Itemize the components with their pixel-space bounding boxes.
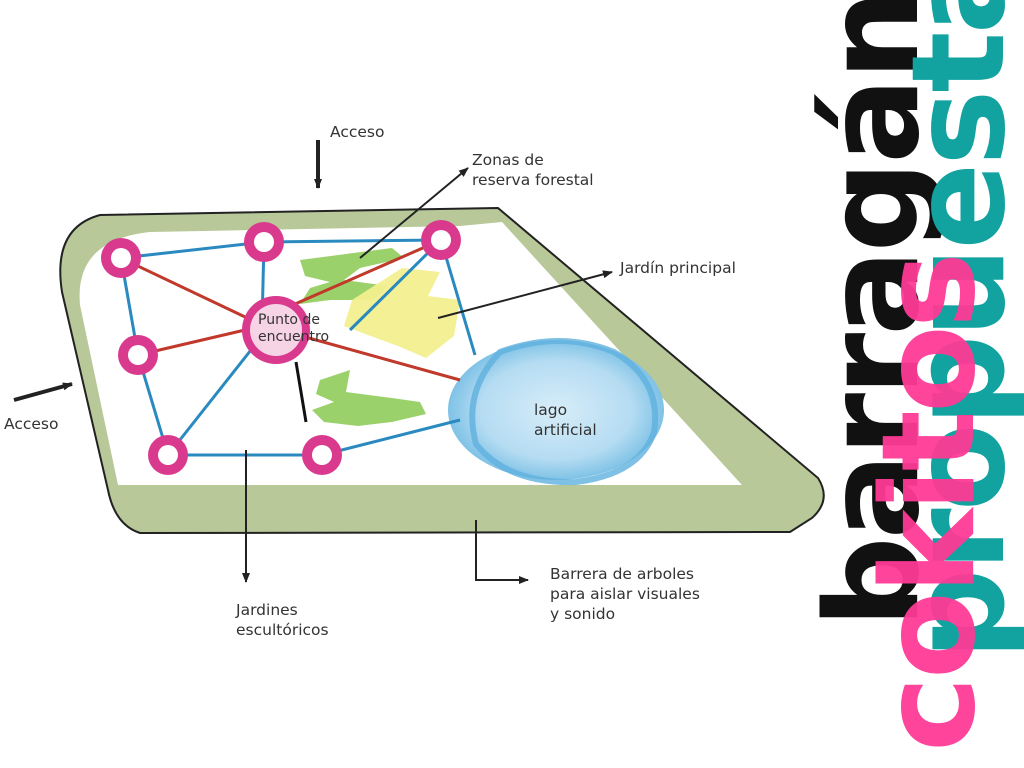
lake-label-line2: artificial [534, 421, 597, 439]
access-top-label: Acceso [330, 123, 385, 141]
arrow-icon [437, 270, 613, 319]
sculpture-gardens-label-line1: Jardines [236, 601, 298, 619]
node-icon [148, 435, 188, 475]
forest-reserve-label-line2: reserva forestal [472, 171, 594, 189]
lake-label: lago artificial [534, 400, 597, 440]
arrow-icon [359, 167, 469, 259]
main-garden-label: Jardín principal [620, 259, 736, 277]
tree-barrier-label-line1: Barrera de arboles [550, 565, 695, 583]
title-word-cokitos: cokitos [855, 254, 1004, 752]
meeting-point-label-line1: Punto de [258, 312, 320, 328]
sculpture-gardens-label: Jardines escultóricos [236, 600, 329, 640]
arrow-icon [475, 520, 529, 584]
tree-barrier-label: Barrera de arboles para aislar visuales … [550, 564, 700, 624]
tree-barrier-label-line2: para aislar visuales [550, 585, 700, 603]
lake-label-line1: lago [534, 401, 568, 419]
forest-reserve-label-line1: Zonas de [472, 151, 544, 169]
tree-barrier-label-line3: y sonido [550, 605, 616, 623]
artificial-lake [448, 338, 664, 486]
main-garden-zone [344, 268, 460, 358]
arrows [13, 140, 613, 584]
meeting-point-label: Punto de encuentro [258, 312, 329, 346]
node-icon [302, 435, 342, 475]
arrow-icon [13, 382, 73, 402]
meeting-point-label-line2: encuentro [258, 329, 330, 345]
forest-reserve-label: Zonas de reserva forestal [472, 150, 594, 190]
node-icon [421, 220, 461, 260]
node-icon [101, 238, 141, 278]
sculpture-gardens-label-line2: escultóricos [236, 621, 329, 639]
node-icon [118, 335, 158, 375]
node-icon [244, 222, 284, 262]
access-left-label: Acceso [4, 415, 59, 433]
central-node-icon [242, 296, 310, 364]
meeting-nodes [101, 220, 461, 475]
